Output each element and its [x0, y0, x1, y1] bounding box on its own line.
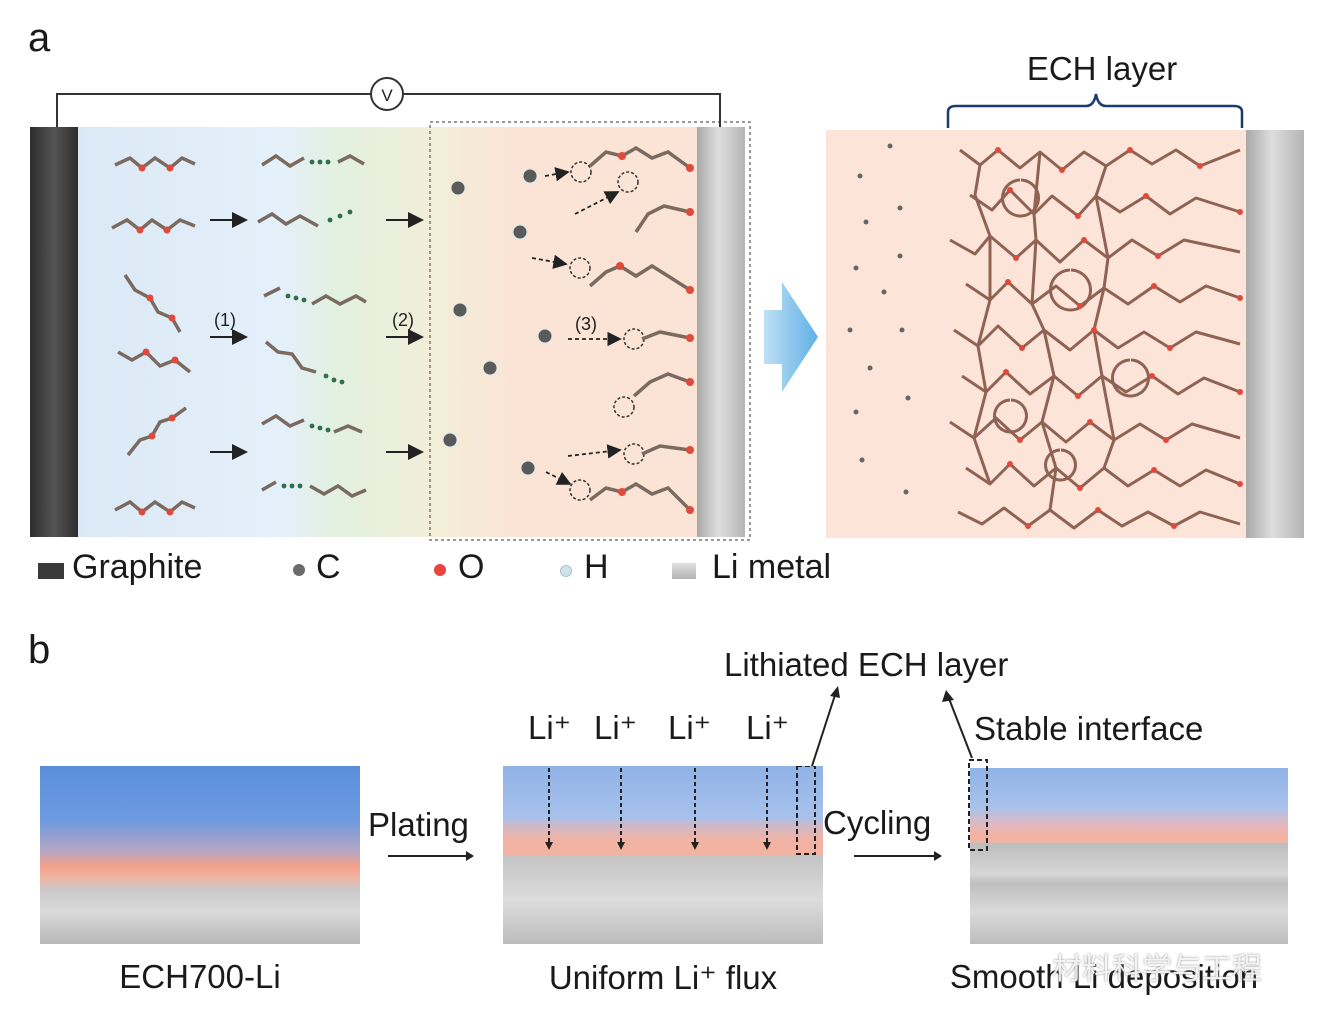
legend-label-o: O: [458, 548, 485, 586]
cycling-label: Cycling: [823, 804, 932, 841]
hydrogen-dot-icon: [560, 565, 572, 577]
middle-metal-band: [503, 856, 823, 944]
voltmeter-icon: [370, 77, 404, 111]
ech-layer-label: ECH layer: [1027, 50, 1177, 87]
panel-a-diagram: V: [30, 50, 1304, 541]
li-metal-electrode-right: [1246, 130, 1304, 538]
legend: Graphite C O H Li metal: [38, 548, 898, 592]
grafted-chains: [588, 145, 692, 512]
li-metal-swatch-icon: [672, 563, 696, 579]
external-circuit-right: [403, 93, 721, 127]
lithiated-ech-label: Lithiated ECH layer: [724, 646, 1009, 683]
attachment-arrows: [531, 167, 622, 485]
lithiated-layer-highlight-box: [796, 766, 816, 855]
graphite-swatch-icon: [38, 563, 64, 579]
bond-breaking-dots: [281, 159, 353, 489]
legend-label-c: C: [316, 548, 341, 586]
plating-arrow: [388, 851, 474, 861]
right-caption: Smooth Li deposition: [949, 958, 1259, 995]
panel-a-letter: a: [28, 16, 51, 60]
grafted-oxygen-atoms: [616, 152, 694, 514]
legend-label-li-metal: Li metal: [712, 548, 832, 586]
legend-label-h: H: [584, 548, 609, 586]
ech700-li-block: [40, 766, 360, 944]
li-ion-label-4: Li⁺: [746, 709, 790, 746]
process-arrows: [210, 212, 424, 460]
step-2-label: (2): [392, 310, 414, 330]
plating-label: Plating: [368, 806, 469, 843]
stable-interface-block: [970, 768, 1288, 944]
left-caption: ECH700-Li: [119, 958, 281, 995]
li-ion-label-1: Li⁺: [528, 709, 572, 746]
oxygen-atoms-column-1: [136, 164, 179, 516]
watermark: 材料科学与工程: [1052, 952, 1262, 987]
stable-pointer-arrow: [942, 690, 973, 759]
oxygen-dot-icon: [434, 564, 446, 576]
cycling-arrow: [854, 851, 942, 861]
ech-oxygen-atoms: [995, 147, 1243, 529]
li-ion-label-3: Li⁺: [668, 709, 712, 746]
legend-label-graphite: Graphite: [72, 548, 203, 586]
carbon-dot-icon: [293, 564, 305, 576]
li-ion-label-2: Li⁺: [594, 709, 638, 746]
voltmeter-label: V: [381, 86, 393, 105]
external-circuit: [56, 93, 371, 127]
ech-layer-brace: [946, 93, 1244, 128]
graphite-electrode: [30, 127, 78, 537]
step-3-label: (3): [575, 314, 597, 334]
stable-interface-label: Stable interface: [974, 710, 1204, 747]
radical-site-circles: [569, 161, 645, 501]
middle-pink-band: [503, 820, 823, 856]
electrolyte-region: [78, 127, 698, 537]
li-metal-electrode: [697, 127, 745, 537]
step-1-label: (1): [214, 310, 236, 330]
interface-region-box: [429, 121, 751, 541]
lithiated-pointer-arrow: [811, 686, 840, 767]
residual-small-molecules: [847, 143, 911, 495]
stable-interface-highlight: [968, 759, 988, 851]
middle-caption: Uniform Li⁺ flux: [548, 959, 778, 996]
panel-b-letter: b: [28, 628, 51, 672]
transition-arrow: [764, 282, 818, 392]
li-flux-arrows: [545, 766, 816, 855]
radical-fragments: [442, 168, 553, 476]
fragmented-molecules-column-2: [257, 153, 367, 498]
